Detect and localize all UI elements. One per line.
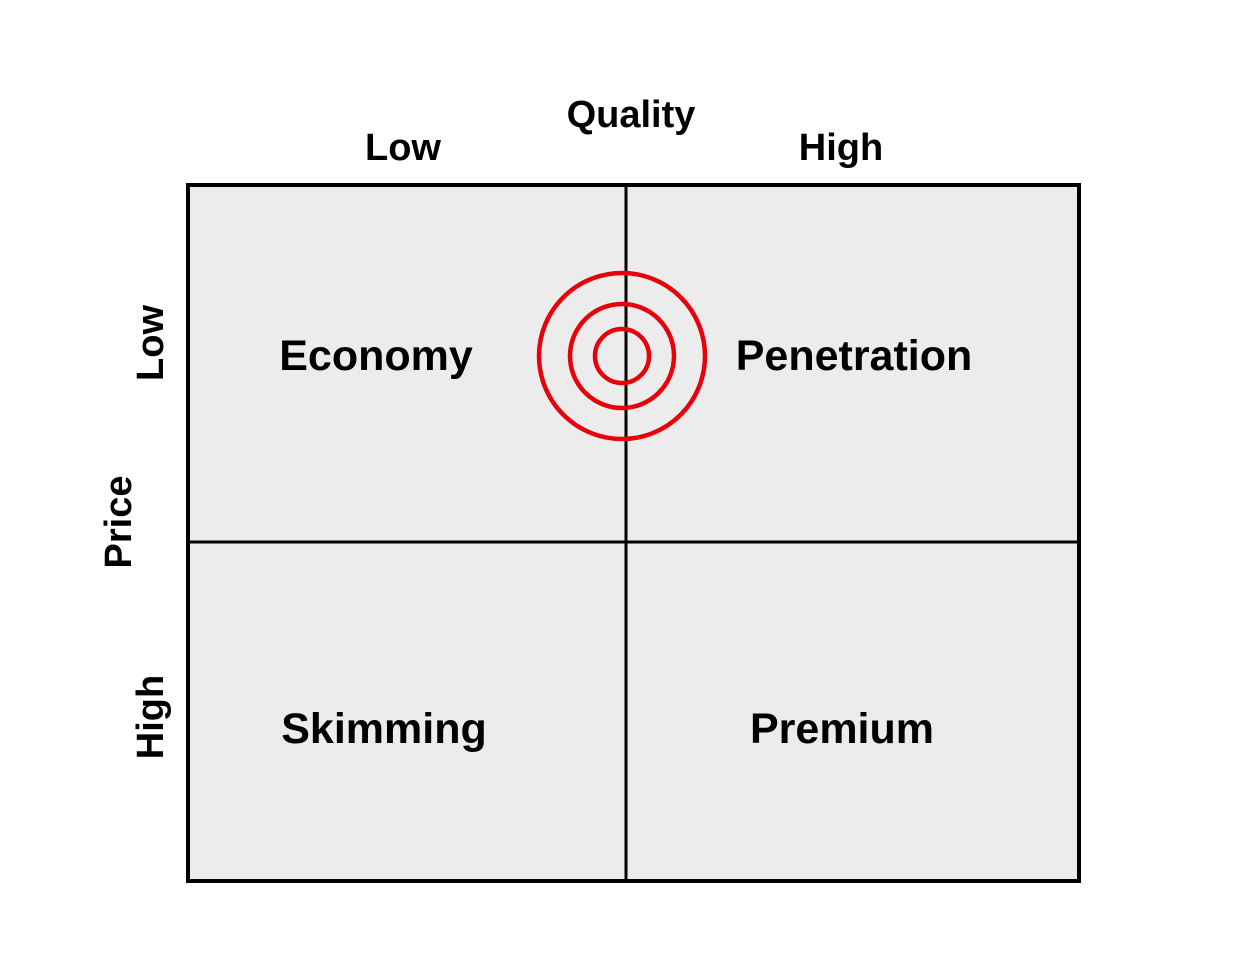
matrix-border	[186, 183, 1081, 883]
quadrant-cell-premium	[626, 542, 1079, 881]
quadrant-cell-economy	[188, 185, 626, 542]
quadrant-label-penetration: Penetration	[736, 332, 973, 380]
quadrant-label-premium: Premium	[750, 705, 934, 753]
price-high-label: High	[130, 675, 172, 759]
quadrant-label-skimming: Skimming	[281, 705, 487, 753]
quadrant-label-economy: Economy	[279, 332, 473, 380]
quadrant-cell-penetration	[626, 185, 1079, 542]
target-ring-middle	[567, 301, 677, 411]
price-low-label: Low	[130, 305, 172, 381]
quadrant-cell-skimming	[188, 542, 626, 881]
target-icon	[536, 270, 708, 442]
quality-axis-title: Quality	[567, 94, 696, 136]
target-ring-outer	[536, 270, 708, 442]
target-ring-inner	[592, 326, 652, 386]
quality-low-label: Low	[365, 127, 441, 169]
quality-high-label: High	[799, 127, 883, 169]
price-axis-title: Price	[98, 476, 140, 569]
